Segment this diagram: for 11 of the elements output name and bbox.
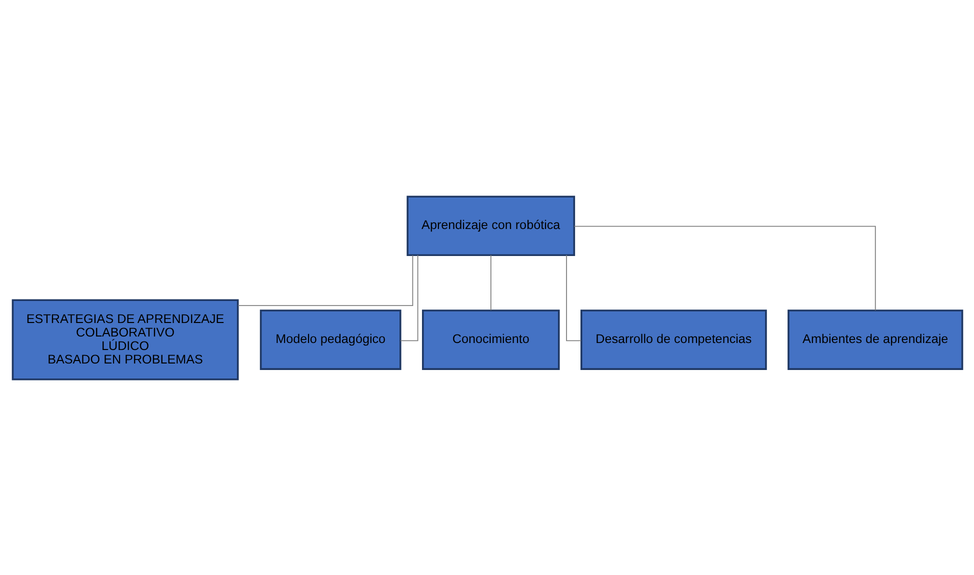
connector [237, 254, 413, 306]
node-box: Modelo pedagógico [259, 309, 401, 370]
node-box: Desarrollo de competencias [580, 309, 766, 370]
node-box: ESTRATEGIAS DE APRENDIZAJE COLABORATIVO LÚDICO BASADO EN PROBLEMAS [11, 298, 238, 380]
connector [490, 254, 491, 310]
node-box: Conocimiento [422, 309, 560, 370]
connector [566, 254, 581, 341]
node-box: Aprendizaje con robótica [406, 195, 575, 256]
connector [400, 254, 418, 341]
connector [573, 225, 876, 310]
node-box: Ambientes de aprendizaje [787, 309, 963, 370]
